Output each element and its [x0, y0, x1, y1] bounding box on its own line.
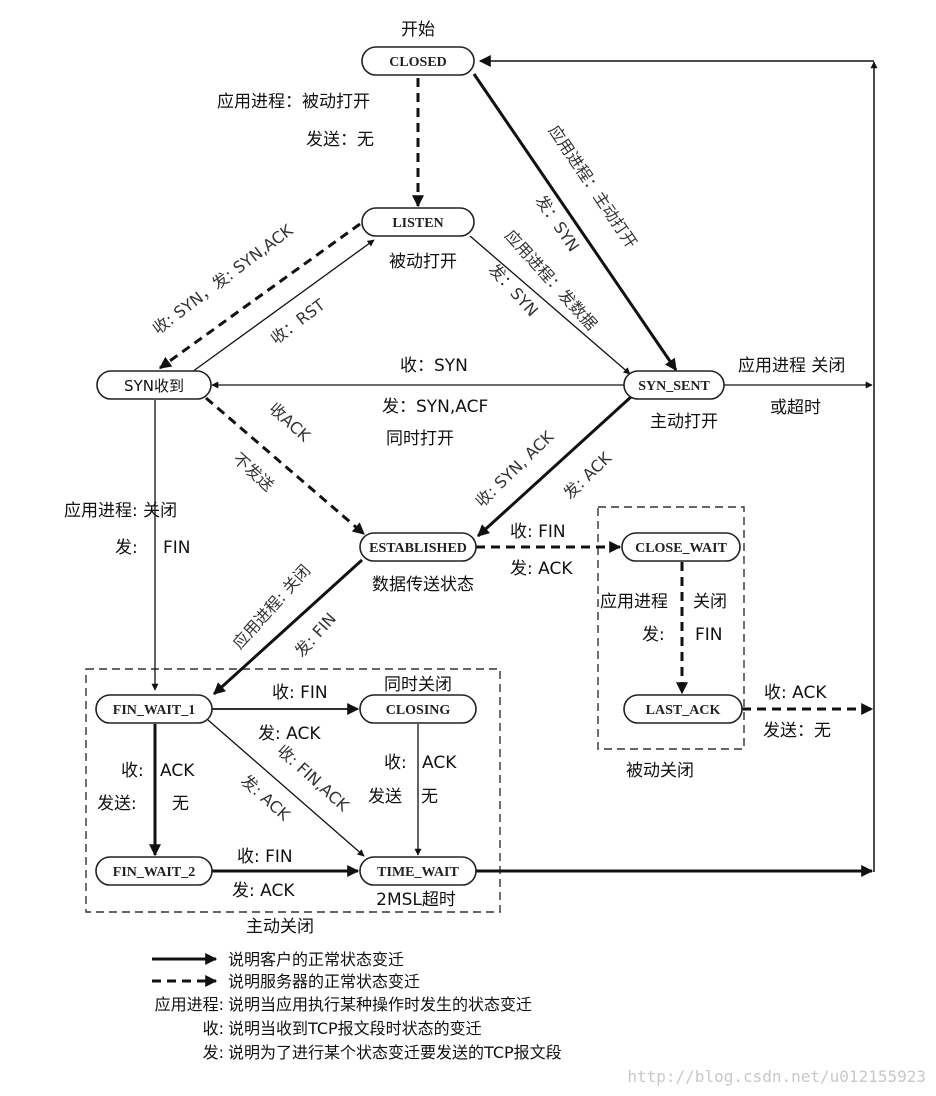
- label-finwait1-closing-2: 发: ACK: [258, 724, 321, 744]
- edge-finwait1-timewait: [207, 719, 365, 857]
- label-synsent-closed-2: 或超时: [770, 398, 821, 418]
- state-listen: LISTEN: [361, 207, 475, 237]
- edge-listen-synrcvd: [159, 222, 361, 370]
- label-synsent-synrcvd-2: 发：SYN,ACF: [382, 397, 488, 417]
- label-closed-listen-2: 发送：无: [306, 130, 374, 150]
- watermark: http://blog.csdn.net/u012155923: [627, 1067, 926, 1086]
- label-synsent-synrcvd-1: 收：SYN: [400, 356, 468, 376]
- label-synsent-est-1: 收: SYN, ACK: [472, 427, 558, 511]
- state-fin-wait-1: FIN_WAIT_1: [95, 694, 213, 724]
- label-est-closewait-1: 收: FIN: [510, 522, 566, 542]
- edge-synrcvd-est: [205, 396, 365, 536]
- state-close-wait: CLOSE_WAIT: [621, 532, 741, 562]
- caption-simultaneous-close: 同时关闭: [384, 675, 452, 695]
- state-listen-label: LISTEN: [392, 216, 443, 231]
- label-finwait2-timewait-1: 收: FIN: [237, 847, 293, 867]
- label-listen-synrcvd: 收: SYN，发: SYN,ACK: [149, 220, 297, 338]
- legend-item-send: 说明为了进行某个状态变迁要发送的TCP报文段: [228, 1043, 562, 1062]
- label-finwait1-finwait2-2b: 无: [172, 794, 189, 814]
- state-closed: CLOSED: [361, 46, 475, 76]
- legend: 说明客户的正常状态变迁 说明服务器的正常状态变迁 应用进程: 说明当应用执行某种…: [152, 950, 562, 1062]
- caption-start: 开始: [401, 20, 435, 40]
- caption-passive-open: 被动打开: [389, 252, 457, 272]
- label-lastack-closed-1: 收: ACK: [764, 683, 827, 703]
- state-last-ack: LAST_ACK: [623, 694, 743, 724]
- label-synrcvd-finwait1-1: 应用进程: 关闭: [64, 501, 177, 521]
- legend-key-send: 发:: [203, 1043, 224, 1062]
- state-syn-rcvd: SYN收到: [96, 370, 212, 400]
- label-synrcvd-est-2: 不发送: [229, 449, 277, 495]
- edge-synsent-est: [476, 394, 634, 538]
- label-closing-timewait-1b: ACK: [422, 753, 457, 773]
- label-synrcvd-finwait1-2b: FIN: [163, 538, 191, 558]
- label-finwait1-timewait-2: 发: ACK: [237, 771, 294, 825]
- label-lastack-closed-2: 发送：无: [763, 721, 831, 741]
- legend-item-app: 说明当应用执行某种操作时发生的状态变迁: [228, 995, 532, 1014]
- state-syn-sent: SYN_SENT: [623, 370, 725, 400]
- label-synsent-synrcvd-3: 同时打开: [386, 429, 454, 449]
- state-fin-wait-1-label: FIN_WAIT_1: [113, 703, 195, 718]
- label-est-closewait-2: 发: ACK: [510, 559, 573, 579]
- edge-closed-synsent: [472, 73, 678, 371]
- edge-synrcvd-listen: [191, 239, 375, 373]
- legend-key-recv: 收:: [203, 1019, 224, 1038]
- label-synrcvd-finwait1-2a: 发:: [115, 538, 138, 558]
- state-time-wait-label: TIME_WAIT: [377, 865, 459, 880]
- state-syn-sent-label: SYN_SENT: [638, 379, 710, 394]
- state-close-wait-label: CLOSE_WAIT: [635, 541, 727, 556]
- state-last-ack-label: LAST_ACK: [646, 703, 721, 718]
- state-fin-wait-2: FIN_WAIT_2: [95, 856, 213, 886]
- state-time-wait: TIME_WAIT: [359, 856, 477, 886]
- state-closed-label: CLOSED: [389, 55, 447, 70]
- state-closing: CLOSING: [359, 694, 477, 724]
- label-synrcvd-est-1: 收ACK: [265, 399, 314, 446]
- caption-data-transfer: 数据传送状态: [372, 575, 474, 595]
- state-established-label: ESTABLISHED: [369, 541, 467, 556]
- state-closing-label: CLOSING: [386, 703, 451, 718]
- caption-active-close: 主动关闭: [246, 917, 314, 937]
- caption-passive-close: 被动关闭: [626, 761, 694, 781]
- label-finwait1-finwait2-1b: ACK: [160, 761, 195, 781]
- label-closing-timewait-1a: 收:: [384, 753, 407, 773]
- label-finwait2-timewait-2: 发: ACK: [232, 881, 295, 901]
- passive-close-region: [597, 506, 745, 750]
- label-closewait-lastack-2a: 发:: [642, 625, 665, 645]
- label-finwait1-closing-1: 收: FIN: [272, 683, 328, 703]
- legend-item-server: 说明服务器的正常状态变迁: [228, 972, 420, 991]
- label-finwait1-finwait2-1a: 收:: [121, 761, 144, 781]
- legend-key-app: 应用进程:: [155, 995, 224, 1014]
- label-closewait-lastack-1a: 应用进程: [600, 592, 668, 612]
- label-finwait1-finwait2-2a: 发送:: [97, 794, 137, 814]
- edge-est-finwait1: [212, 558, 364, 696]
- edge-listen-synsent: [469, 235, 631, 375]
- label-synrcvd-listen: 收：RST: [267, 295, 329, 348]
- state-fin-wait-2-label: FIN_WAIT_2: [113, 865, 195, 880]
- active-close-region: [85, 668, 501, 913]
- label-closewait-lastack-1b: 关闭: [693, 592, 727, 612]
- label-synsent-closed-1: 应用进程 关闭: [738, 356, 845, 376]
- legend-item-client: 说明客户的正常状态变迁: [228, 950, 404, 969]
- state-syn-rcvd-label: SYN收到: [124, 377, 184, 395]
- legend-item-recv: 说明当收到TCP报文段时状态的变迁: [228, 1019, 482, 1038]
- label-closing-timewait-2a: 发送: [368, 787, 402, 807]
- label-closewait-lastack-2b: FIN: [695, 625, 723, 645]
- caption-active-open: 主动打开: [650, 412, 718, 432]
- label-closed-listen-1: 应用进程：被动打开: [217, 92, 370, 112]
- label-closing-timewait-2b: 无: [421, 787, 438, 807]
- caption-2msl-timeout: 2MSL超时: [376, 890, 456, 910]
- state-established: ESTABLISHED: [359, 532, 477, 562]
